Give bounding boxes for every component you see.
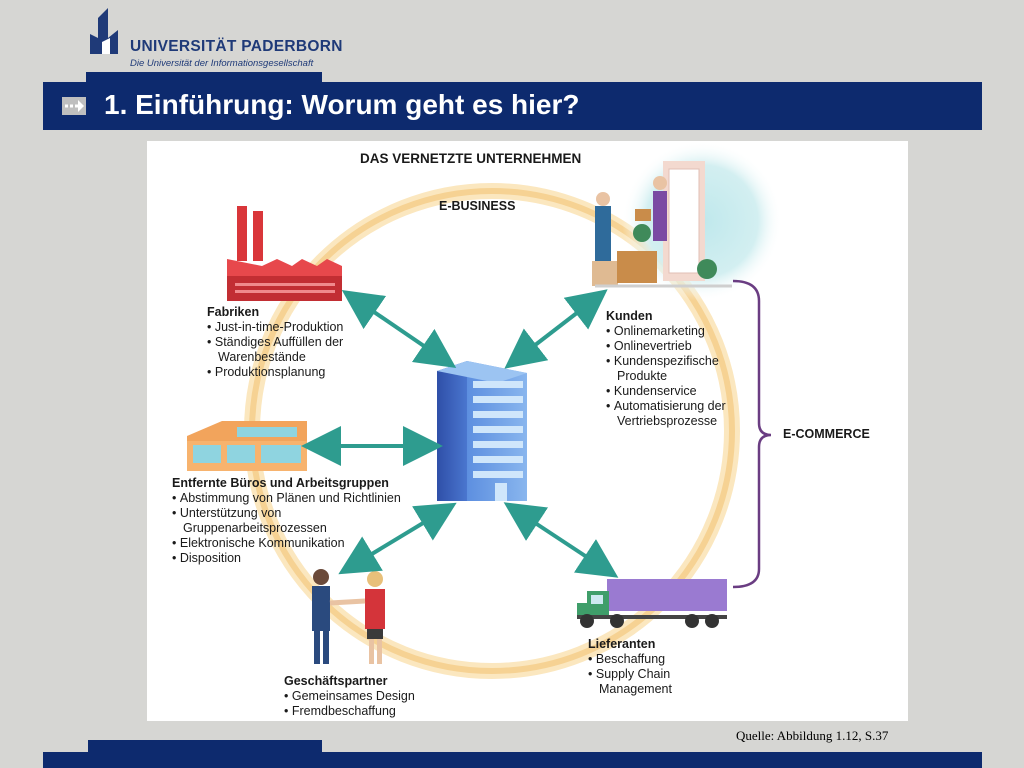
factory-icon (227, 206, 342, 301)
kunden-item: Kundenspezifische (606, 354, 726, 369)
arrow-bullet-icon (62, 97, 86, 115)
fabriken-item: Ständiges Auffüllen der (207, 335, 343, 350)
lieferanten-item: Supply Chain (588, 667, 672, 682)
e-business-label: E-BUSINESS (439, 199, 516, 213)
company-building-icon (437, 361, 527, 501)
university-emblem-icon (90, 8, 118, 54)
supplier-truck-icon (577, 579, 727, 628)
university-name: UNIVERSITÄT PADERBORN (130, 38, 343, 55)
kunden-item: Vertriebsprozesse (617, 414, 718, 428)
bueros-item: Elektronische Kommunikation (172, 536, 401, 551)
lieferanten-label: Lieferanten Beschaffung Supply Chain Man… (588, 637, 672, 697)
slide-title: 1. Einführung: Worum geht es hier? (104, 89, 580, 120)
lieferanten-item: Beschaffung (588, 652, 672, 667)
bueros-item: Unterstützung von (172, 506, 401, 521)
business-partners-icon (312, 569, 385, 664)
kunden-item: Automatisierung der (606, 399, 726, 414)
partner-item: Gemeinsames Design (284, 689, 415, 704)
footer-tab (88, 740, 322, 752)
lieferanten-heading: Lieferanten (588, 637, 656, 651)
e-commerce-label: E-COMMERCE (783, 427, 870, 441)
kunden-label: Kunden Onlinemarketing Onlinevertrieb Ku… (606, 309, 726, 429)
logo-underbar (86, 72, 322, 82)
kunden-heading: Kunden (606, 309, 653, 323)
kunden-item: Onlinemarketing (606, 324, 726, 339)
fabriken-heading: Fabriken (207, 305, 260, 319)
networked-enterprise-diagram: DAS VERNETZTE UNTERNEHMEN E-BUSINESS E-C… (147, 141, 908, 721)
kunden-item: Onlinevertrieb (606, 339, 726, 354)
diagram-title: DAS VERNETZTE UNTERNEHMEN (360, 151, 582, 166)
arrow-kunden (504, 289, 608, 369)
university-tagline: Die Universität der Informationsgesellsc… (130, 58, 314, 69)
kunden-item: Kundenservice (606, 384, 726, 399)
title-bar (43, 82, 982, 130)
footer-bar (43, 752, 982, 768)
fabriken-item: Warenbestände (218, 350, 306, 364)
arrow-lieferanten (503, 502, 619, 578)
right-margin (982, 130, 1024, 768)
arrow-fabriken (341, 289, 457, 369)
source-citation: Quelle: Abbildung 1.12, S.37 (736, 728, 889, 743)
customer-delivery-icon (592, 161, 732, 288)
e-commerce-bracket (732, 279, 772, 589)
partner-item: Fremdbeschaffung (284, 704, 415, 719)
bueros-item: Disposition (172, 551, 401, 566)
partner-label: Geschäftspartner Gemeinsames Design Frem… (284, 674, 415, 719)
fabriken-label: Fabriken Just-in-time-Produktion Ständig… (207, 305, 343, 380)
bueros-label: Entfernte Büros und Arbeitsgruppen Absti… (172, 476, 401, 566)
bueros-heading: Entfernte Büros und Arbeitsgruppen (172, 476, 389, 490)
partner-heading: Geschäftspartner (284, 674, 388, 688)
bueros-item: Abstimmung von Plänen und Richtlinien (172, 491, 401, 506)
diagram-graphics (187, 141, 782, 679)
university-logo: UNIVERSITÄT PADERBORN Die Universität de… (86, 8, 346, 70)
lieferanten-item: Management (599, 682, 672, 696)
bueros-item: Gruppenarbeitsprozessen (183, 521, 327, 535)
office-building-icon (187, 421, 307, 471)
fabriken-item: Just-in-time-Produktion (207, 320, 344, 335)
kunden-item: Produkte (617, 369, 668, 383)
left-margin (0, 130, 43, 768)
fabriken-item: Produktionsplanung (207, 365, 343, 380)
